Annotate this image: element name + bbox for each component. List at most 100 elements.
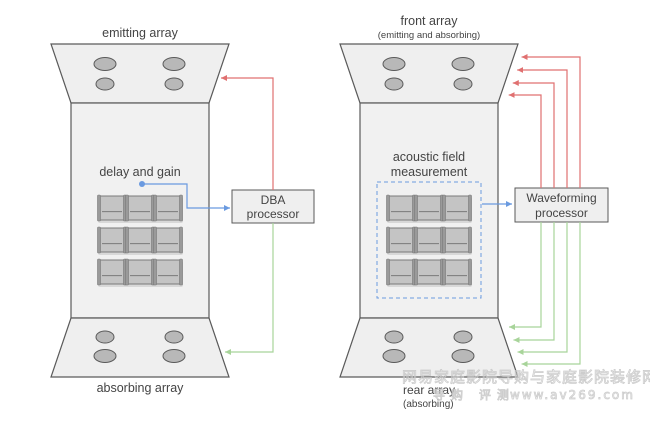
speaker-icon <box>95 330 115 344</box>
armrest <box>97 194 101 222</box>
seat-icon <box>442 258 472 286</box>
speaker-icon <box>382 57 406 71</box>
armrest <box>153 194 157 222</box>
seat-icon <box>442 194 472 222</box>
seat-icon <box>153 194 183 222</box>
seat-icon <box>386 194 416 222</box>
absorbing-array-label: absorbing array <box>97 381 185 395</box>
top-array-panel <box>339 43 519 104</box>
seat-row <box>386 194 472 223</box>
armrest <box>125 258 129 286</box>
armrest <box>442 258 446 286</box>
absorb-signal-line <box>517 222 568 355</box>
seat-icon <box>125 258 155 286</box>
emit-signal-line <box>521 54 581 188</box>
right-diagram: front array (emitting and absorbing) aco… <box>339 14 609 410</box>
speaker-icon <box>95 77 115 91</box>
rear-array-label: rear array <box>403 383 455 397</box>
emit-signal-lines <box>508 54 581 188</box>
armrest <box>179 258 183 286</box>
delay-and-gain-label: delay and gain <box>99 165 180 179</box>
seat-icon <box>386 258 416 286</box>
watermark-line2-cn: 导购 评测 <box>433 387 515 402</box>
speaker-icon <box>162 57 186 71</box>
absorb-signal-line <box>521 222 581 367</box>
seat-row <box>97 194 183 223</box>
front-array-sublabel: (emitting and absorbing) <box>378 30 480 41</box>
armrest <box>386 226 390 254</box>
seat-icon <box>442 226 472 254</box>
seat-icon <box>153 226 183 254</box>
seat-icon <box>125 226 155 254</box>
seat-icon <box>414 194 444 222</box>
waveforming-processor-box: Waveforming processor <box>514 187 609 223</box>
armrest <box>179 194 183 222</box>
armrest <box>386 194 390 222</box>
measurement-area <box>376 181 482 299</box>
armrest <box>97 226 101 254</box>
seat-icon <box>153 258 183 286</box>
armrest <box>414 194 418 222</box>
armrest <box>414 226 418 254</box>
armrest <box>125 226 129 254</box>
speaker-icon <box>93 57 117 71</box>
left-diagram: emitting array delay and gain DBA proces… <box>50 26 315 395</box>
front-array-label: front array <box>401 14 459 28</box>
armrest <box>386 258 390 286</box>
emit-signal-line <box>221 75 274 190</box>
armrest <box>442 226 446 254</box>
speaker-icon <box>384 330 404 344</box>
rear-array-sublabel: (absorbing) <box>403 399 454 410</box>
seat-icon <box>414 226 444 254</box>
armrest <box>97 258 101 286</box>
left-room <box>50 43 230 378</box>
seat-icon <box>125 194 155 222</box>
speaker-icon <box>451 57 475 71</box>
speaker-icon <box>453 330 473 344</box>
seat-icon <box>414 258 444 286</box>
armrest <box>153 258 157 286</box>
armrest <box>179 226 183 254</box>
acoustic-field-label-line2: measurement <box>391 165 468 179</box>
dba-processor-label-line2: processor <box>247 207 300 221</box>
armrest <box>468 194 472 222</box>
speaker-icon <box>164 330 184 344</box>
absorb-signal-lines <box>509 222 581 367</box>
seat-row <box>386 226 472 255</box>
watermark-url: www.av269.com <box>510 388 635 402</box>
bottom-array-panel <box>339 317 519 378</box>
speaker-icon <box>382 349 406 363</box>
armrest <box>153 226 157 254</box>
watermark: 网易家庭影院导购与家庭影院装修网 导购 评测 www.av269.com <box>402 368 650 403</box>
speaker-icon <box>162 349 186 363</box>
speaker-icon <box>453 77 473 91</box>
waveforming-processor-label-line2: processor <box>535 206 588 220</box>
top-array-panel <box>50 43 230 104</box>
armrest <box>414 258 418 286</box>
emit-signal-line <box>508 92 542 188</box>
armrest <box>442 194 446 222</box>
armrest <box>125 194 129 222</box>
absorb-signal-line <box>225 223 274 355</box>
watermark-line1: 网易家庭影院导购与家庭影院装修网 <box>402 368 650 386</box>
seat-icon <box>97 226 127 254</box>
armrest <box>468 258 472 286</box>
seat-icon <box>97 258 127 286</box>
bottom-array-panel <box>50 317 230 378</box>
emit-signal-line <box>512 80 555 188</box>
acoustic-field-label-line1: acoustic field <box>393 150 465 164</box>
absorb-signal-line <box>513 222 555 343</box>
seat-icon <box>386 226 416 254</box>
seat-row <box>386 258 472 287</box>
speaker-icon <box>384 77 404 91</box>
speaker-icon <box>451 349 475 363</box>
waveforming-processor-label-line1: Waveforming <box>526 191 596 205</box>
right-room <box>339 43 519 378</box>
emit-signal-line <box>517 67 568 188</box>
seat-row <box>97 226 183 255</box>
speaker-icon <box>164 77 184 91</box>
absorb-signal-line <box>509 222 542 330</box>
measurement-signal-line <box>142 183 230 211</box>
dba-processor-label-line1: DBA <box>261 193 286 207</box>
